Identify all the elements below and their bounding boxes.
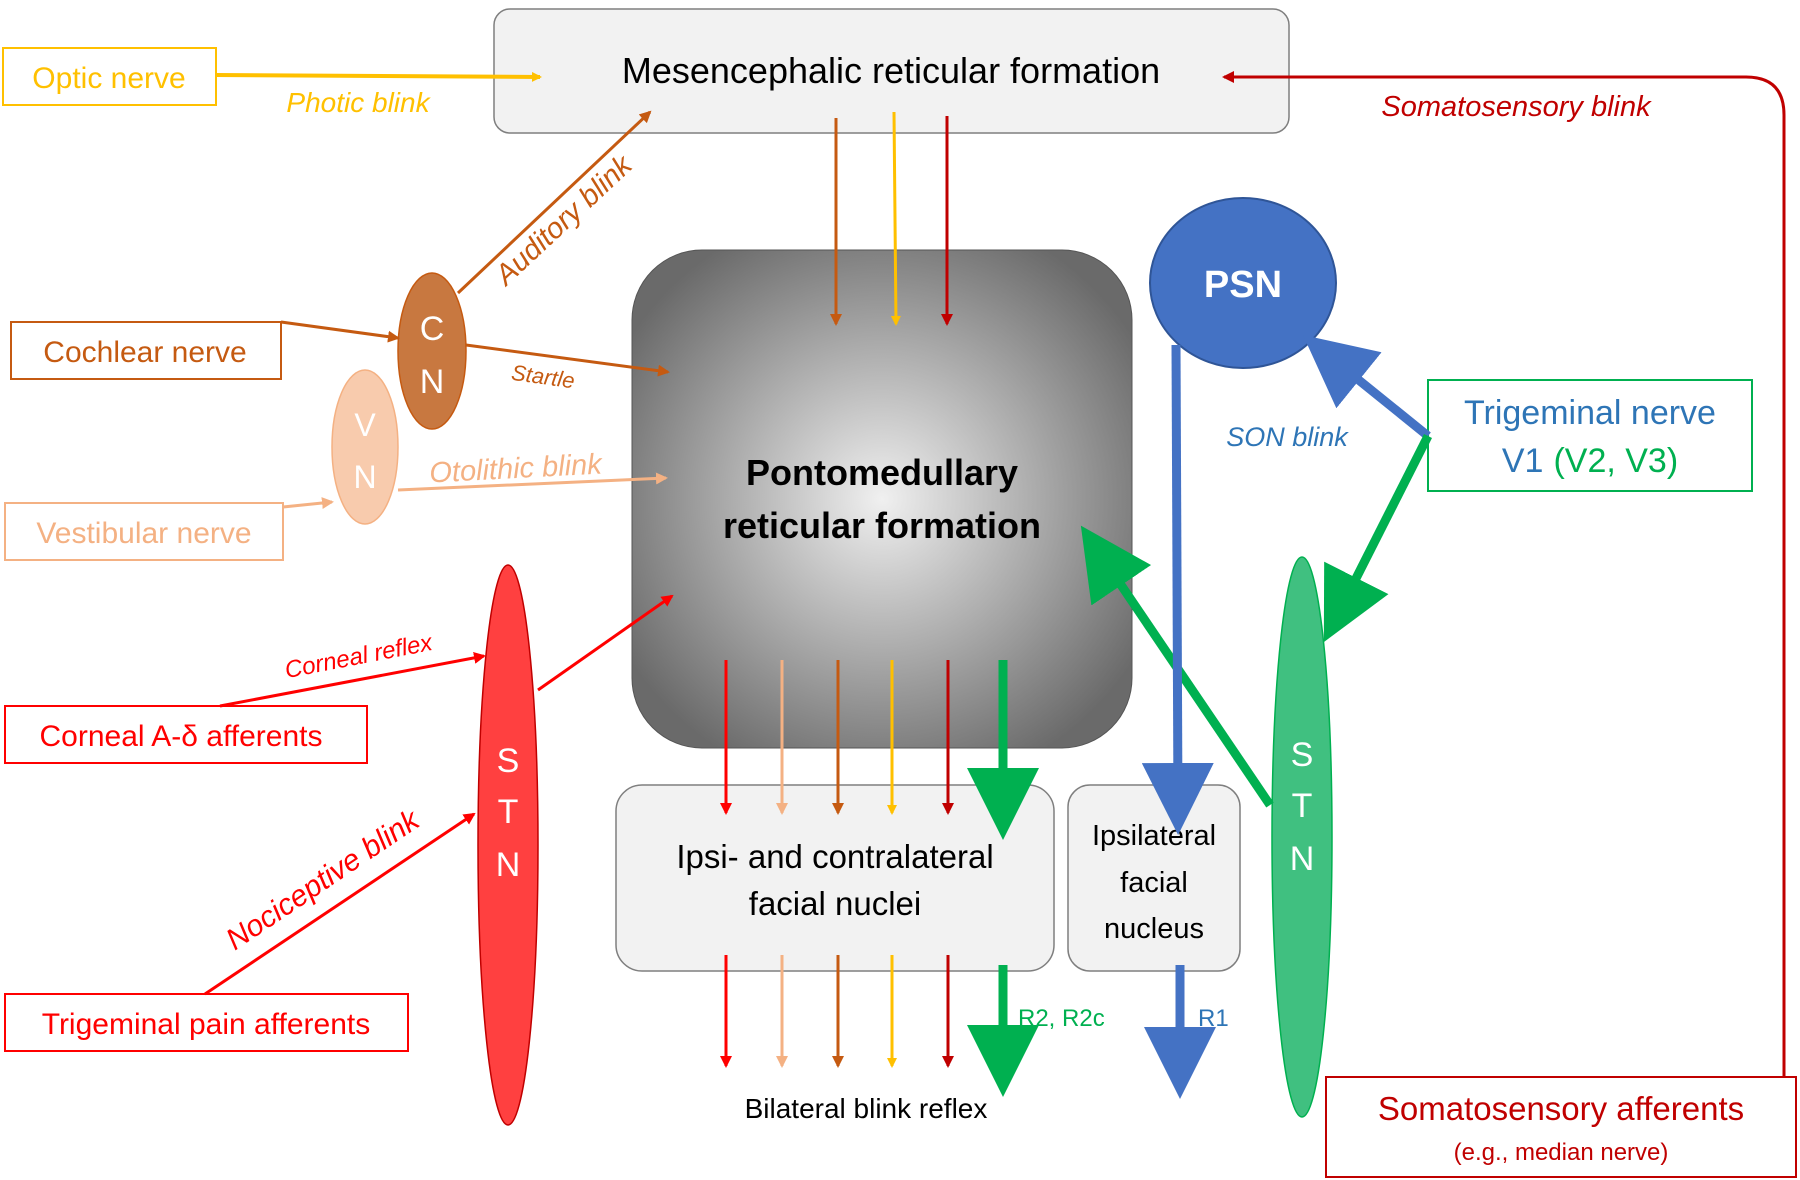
stn-right-t: T (1292, 787, 1313, 825)
stn-left-s: S (497, 742, 520, 780)
stn-right-node (1271, 556, 1333, 1118)
cn-label-c: C (420, 310, 445, 348)
startle-arrow (465, 343, 670, 377)
corneal-afferents-box (4, 705, 368, 764)
startle-label: Startle (510, 360, 576, 394)
photic-blink-label: Photic blink (286, 87, 431, 118)
trigeminal-v23: (V2, V3) (1553, 442, 1678, 480)
somatosensory-afferents-label: Somatosensory afferents (1378, 1090, 1744, 1127)
ipsilateral-label-1: Ipsilateral (1092, 820, 1216, 852)
son-blink-arrow (1141, 344, 1214, 835)
ipsilateral-label-3: nucleus (1104, 913, 1204, 945)
bilateral-blink-label: Bilateral blink reflex (745, 1093, 988, 1124)
cn-label-n: N (420, 363, 445, 401)
stn-left-n: N (496, 846, 521, 884)
cochlear-to-cn-arrow (280, 320, 400, 343)
facial-nuclei-box (615, 784, 1055, 972)
stn-right-n: N (1290, 840, 1315, 878)
pontomedullary-label-1: Pontomedullary (746, 452, 1018, 493)
corneal-reflex-arrow (219, 651, 486, 708)
somatosensory-example-label: (e.g., median nerve) (1454, 1139, 1669, 1166)
ipsilateral-label-2: facial (1120, 867, 1188, 899)
son-blink-label: SON blink (1226, 422, 1349, 452)
trigeminal-nerve-label-2: V1(V2, V3) (1502, 442, 1678, 480)
r2-label: R2, R2c (1018, 1005, 1105, 1032)
optic-nerve-label: Optic nerve (32, 62, 185, 95)
facial-nuclei-label-2: facial nuclei (749, 885, 921, 922)
psn-node (1149, 197, 1337, 369)
somatosensory-afferents-box (1325, 1076, 1797, 1178)
vestibular-nerve-box (4, 502, 284, 561)
trigeminal-nerve-label-1: Trigeminal nerve (1464, 394, 1716, 432)
auditory-blink-label: Auditory blink (488, 148, 640, 293)
vn-node (331, 369, 399, 525)
otolithic-arrow (397, 472, 668, 492)
somatosensory-arrow (1222, 71, 1786, 1077)
cochlear-nerve-label: Cochlear nerve (43, 336, 246, 369)
vn-label-n: N (353, 459, 376, 495)
cn-node (397, 272, 467, 430)
cochlear-nerve-box (10, 321, 282, 380)
meso-to-pons-arrow-2 (890, 111, 901, 326)
vn-label-v: V (354, 407, 376, 443)
corneal-afferents-label: Corneal A-δ afferents (40, 720, 323, 753)
somatosensory-blink-label: Somatosensory blink (1381, 91, 1652, 123)
psn-label: PSN (1204, 264, 1282, 306)
facial-nuclei-label-1: Ipsi- and contralateral (676, 838, 993, 875)
trigeminal-pain-label: Trigeminal pain afferents (42, 1008, 371, 1041)
vestibular-nerve-label: Vestibular nerve (36, 517, 251, 550)
auditory-arrow (456, 110, 652, 295)
trigeminal-v1: V1 (1502, 442, 1544, 480)
pontomedullary-label-2: reticular formation (723, 505, 1041, 546)
nociceptive-arrow (204, 812, 476, 996)
stn-right-s: S (1291, 736, 1314, 774)
stn-left-node (477, 564, 539, 1126)
stn-to-pons-red-arrow (537, 594, 674, 692)
stn-left-t: T (498, 793, 519, 831)
photic-arrow (215, 71, 542, 82)
vestibular-to-vn-arrow (282, 497, 334, 509)
pontomedullary-box (631, 249, 1133, 749)
trigeminal-nerve-box (1427, 379, 1753, 492)
trigeminal-to-stn-arrow (1323, 433, 1433, 643)
nociceptive-blink-label: Nociceptive blink (220, 802, 427, 956)
trigeminal-to-psn-arrow (1302, 335, 1431, 440)
mesencephalic-label: Mesencephalic reticular formation (622, 50, 1160, 91)
mesencephalic-box (493, 8, 1290, 134)
r1-label: R1 (1198, 1005, 1229, 1032)
corneal-reflex-label: Corneal reflex (283, 629, 436, 684)
stn-to-pons-green-arrow (1080, 525, 1274, 808)
